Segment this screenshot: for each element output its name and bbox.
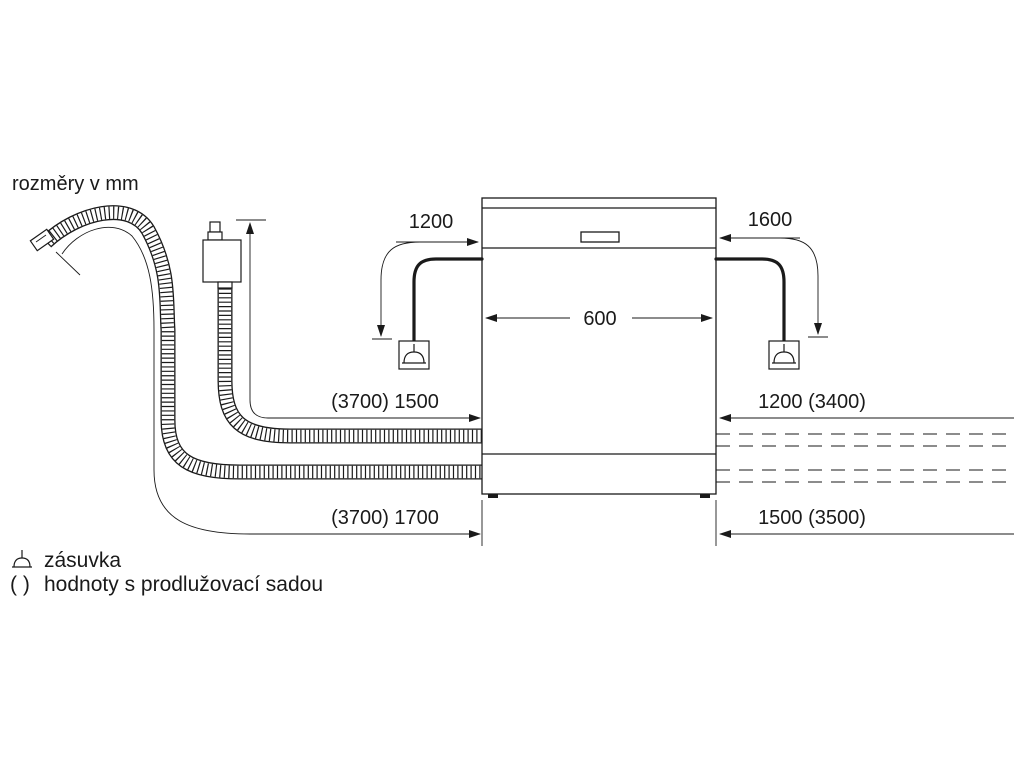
inlet-hose-dimension-line xyxy=(249,230,481,422)
hose-end-icon xyxy=(29,228,55,252)
left-power-cable xyxy=(412,257,484,342)
width-label: 600 xyxy=(583,308,616,330)
legend: zásuvka ( ) hodnoty s prodlužovací sadou xyxy=(10,549,323,596)
foot-right xyxy=(700,494,710,498)
left-lower-hose-dimension: (3700) 1700 xyxy=(331,507,439,529)
drain-hose-dimension-line xyxy=(61,226,481,538)
drain-hose xyxy=(29,205,482,480)
legend-socket-icon xyxy=(12,550,32,568)
control-display-icon xyxy=(580,231,620,243)
inlet-hose xyxy=(217,284,482,444)
socket-icon xyxy=(398,340,430,370)
units-note: rozměry v mm xyxy=(12,173,139,195)
right-lower-cable-dimension: 1500 (3500) xyxy=(758,507,866,529)
foot-left xyxy=(488,494,498,498)
legend-brackets-symbol: ( ) xyxy=(10,573,30,596)
aquastop-valve-icon xyxy=(202,221,242,289)
left-top-dimension: 1200 xyxy=(409,211,454,233)
socket-icon xyxy=(768,340,800,370)
legend-socket-label: zásuvka xyxy=(44,549,121,572)
right-upper-cable-dimension: 1200 (3400) xyxy=(758,391,866,413)
left-upper-hose-dimension: (3700) 1500 xyxy=(331,391,439,413)
legend-brackets-label: hodnoty s prodlužovací sadou xyxy=(44,573,323,596)
right-power-cable xyxy=(714,257,786,342)
dishwasher-outline xyxy=(481,197,717,498)
right-top-dimension: 1600 xyxy=(748,209,793,231)
